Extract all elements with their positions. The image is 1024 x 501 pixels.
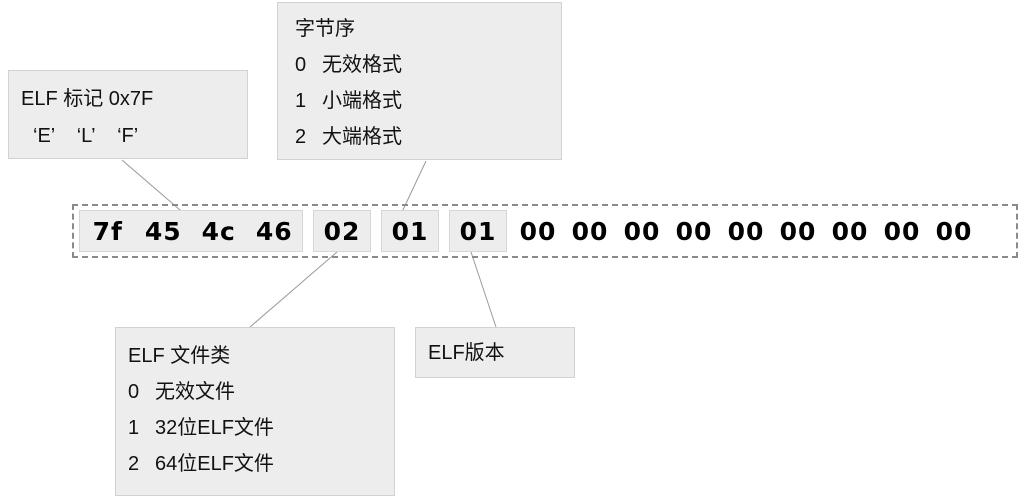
byte-value: 00	[519, 216, 557, 246]
byte-cell-plain: 00	[616, 210, 668, 252]
byte-cell-plain: 00	[668, 210, 720, 252]
option-key: 2	[295, 126, 307, 148]
byte-order-option-1: 1 小端格式	[295, 91, 561, 111]
file-class-option-2: 2 64位ELF文件	[128, 454, 394, 474]
option-value: 大端格式	[322, 126, 402, 148]
byte-value: 01	[391, 216, 429, 246]
annotation-elf-magic: ELF 标记 0x7F ‘E’ ‘L’ ‘F’	[8, 70, 248, 159]
file-class-option-0: 0 无效文件	[128, 382, 394, 402]
byte-value: 00	[935, 216, 973, 246]
byte-value: 01	[459, 216, 497, 246]
option-value: 小端格式	[322, 90, 402, 112]
option-key: 0	[128, 381, 140, 403]
byte-value: 7f	[92, 216, 123, 246]
byte-cell-plain: 00	[928, 210, 980, 252]
byte-order-title: 字节序	[295, 18, 355, 40]
byte-value: 00	[779, 216, 817, 246]
byte-value: 45	[144, 216, 182, 246]
option-value: 64位ELF文件	[155, 453, 274, 475]
byte-value: 4c	[201, 216, 236, 246]
option-key: 1	[295, 90, 307, 112]
byte-value: 46	[255, 216, 293, 246]
byte-group-magic: 7f 45 4c 46	[79, 210, 303, 252]
option-key: 0	[295, 54, 307, 76]
elf-version-title: ELF版本	[428, 341, 505, 364]
byte-value: 00	[831, 216, 869, 246]
byte-value: 00	[623, 216, 661, 246]
file-class-option-1: 1 32位ELF文件	[128, 418, 394, 438]
annotation-elf-file-class: ELF 文件类 0 无效文件 1 32位ELF文件 2 64位ELF文件	[115, 327, 395, 496]
byte-value: 02	[323, 216, 361, 246]
option-value: 32位ELF文件	[155, 417, 274, 439]
option-key: 2	[128, 453, 140, 475]
byte-cell-plain: 00	[824, 210, 876, 252]
annotation-byte-order: 字节序 0 无效格式 1 小端格式 2 大端格式	[277, 2, 562, 160]
elf-magic-title: ELF 标记 0x7F	[21, 88, 154, 110]
byte-value: 00	[571, 216, 609, 246]
byte-cell-plain: 00	[876, 210, 928, 252]
byte-cell-plain: 00	[772, 210, 824, 252]
byte-group-single: 01	[449, 210, 507, 252]
byte-order-option-0: 0 无效格式	[295, 55, 561, 75]
byte-cell-plain: 00	[720, 210, 772, 252]
option-key: 1	[128, 417, 140, 439]
byte-value: 00	[727, 216, 765, 246]
file-class-title: ELF 文件类	[128, 345, 231, 367]
byte-cell-plain: 00	[512, 210, 564, 252]
annotation-elf-version: ELF版本	[415, 327, 575, 378]
byte-cell-plain: 00	[564, 210, 616, 252]
option-value: 无效格式	[322, 54, 402, 76]
byte-value: 00	[675, 216, 713, 246]
byte-value: 00	[883, 216, 921, 246]
elf-magic-chars: ‘E’ ‘L’ ‘F’	[33, 125, 139, 147]
connector-file-class-to-byte02	[249, 251, 338, 328]
byte-order-option-2: 2 大端格式	[295, 127, 561, 147]
option-value: 无效文件	[155, 381, 235, 403]
connector-elf-version-to-byte01	[470, 251, 497, 328]
byte-group-single: 01	[381, 210, 439, 252]
byte-group-single: 02	[313, 210, 371, 252]
elf-ident-byte-strip: 7f 45 4c 46 02 01 01 00 00 00 00 00 00 00 00 00	[72, 204, 1018, 258]
